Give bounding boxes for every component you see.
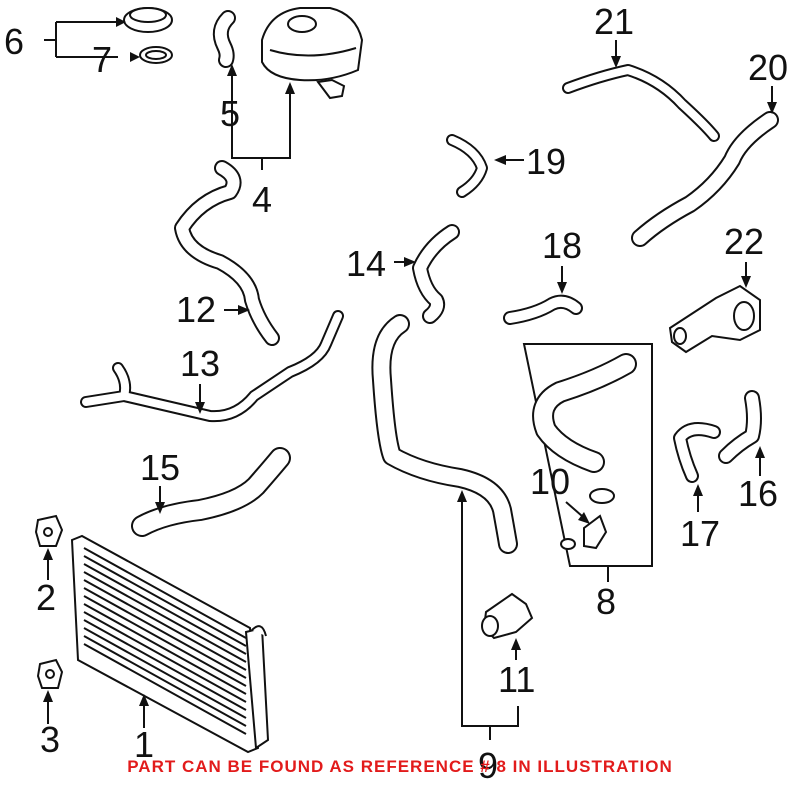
- hose-part-12: [174, 160, 280, 346]
- leader-9: [461, 500, 519, 740]
- seal-part-7: [139, 46, 173, 64]
- hose-part-21: [562, 64, 720, 142]
- arrow-11: [511, 638, 521, 650]
- leader-10: [565, 501, 583, 517]
- pipe-part-13: [80, 310, 344, 423]
- arrow-4: [285, 82, 295, 94]
- reservoir-part-4: [261, 7, 364, 100]
- callout-10: 10: [530, 461, 570, 502]
- leader-6: [44, 21, 120, 58]
- arrow-18: [557, 282, 567, 294]
- callout-17: 17: [680, 513, 720, 554]
- arrow-14: [404, 257, 416, 267]
- callout-3: 3: [40, 719, 60, 760]
- hose-part-14: [412, 224, 460, 324]
- arrow-10: [578, 512, 590, 524]
- arrow-15: [155, 502, 165, 514]
- arrow-12: [238, 305, 250, 315]
- arrow-9: [457, 490, 467, 502]
- callout-8: 8: [596, 581, 616, 622]
- arrow-13: [195, 402, 205, 414]
- hose-part-17: [673, 422, 721, 483]
- arrow-2: [43, 548, 53, 560]
- hose-part-19: [446, 134, 488, 198]
- bracket-part-2: [34, 514, 64, 547]
- housing-part-11: [481, 592, 534, 640]
- callout-4: 4: [252, 179, 272, 220]
- arrow-1: [139, 694, 149, 706]
- callout-12: 12: [176, 289, 216, 330]
- clamp-part-10: [560, 488, 615, 550]
- hose-part-18: [503, 294, 583, 325]
- arrow-3: [43, 690, 53, 702]
- reference-note: PART CAN BE FOUND AS REFERENCE # 8 IN IL…: [127, 757, 673, 776]
- hose-part-5: [212, 10, 236, 68]
- radiator-part-1: [70, 534, 270, 754]
- callout-5: 5: [220, 93, 240, 134]
- callout-21: 21: [594, 1, 634, 42]
- arrow-5: [227, 64, 237, 76]
- callout-18: 18: [542, 225, 582, 266]
- hose-part-16: [718, 390, 762, 464]
- hose-part-9: [371, 314, 518, 554]
- bracket-part-3: [36, 658, 64, 689]
- hose-part-20: [631, 111, 779, 247]
- arrow-6: [116, 17, 126, 27]
- callout-6: 6: [4, 21, 24, 62]
- arrow-20: [767, 102, 777, 114]
- arrow-19: [494, 155, 506, 165]
- callout-19: 19: [526, 141, 566, 182]
- hose-part-15: [131, 447, 291, 537]
- leader-4-5: [231, 76, 291, 170]
- flange-part-22: [668, 284, 761, 354]
- callout-13: 13: [180, 343, 220, 384]
- hose-part-8: [532, 353, 637, 473]
- arrow-21: [611, 56, 621, 68]
- callout-14: 14: [346, 243, 386, 284]
- callout-7: 7: [92, 39, 112, 80]
- arrow-22: [741, 276, 751, 288]
- callout-22: 22: [724, 221, 764, 262]
- callout-1: 1: [134, 724, 154, 765]
- arrow-16: [755, 446, 765, 458]
- cap-part-6: [123, 7, 173, 33]
- callout-20: 20: [748, 47, 788, 88]
- callout-15: 15: [140, 447, 180, 488]
- callout-2: 2: [36, 577, 56, 618]
- arrow-17: [693, 484, 703, 496]
- arrow-7: [130, 52, 140, 62]
- callout-16: 16: [738, 473, 778, 514]
- box-part-8: [522, 343, 653, 567]
- callout-11: 11: [498, 659, 535, 700]
- callout-9: 9: [478, 745, 498, 786]
